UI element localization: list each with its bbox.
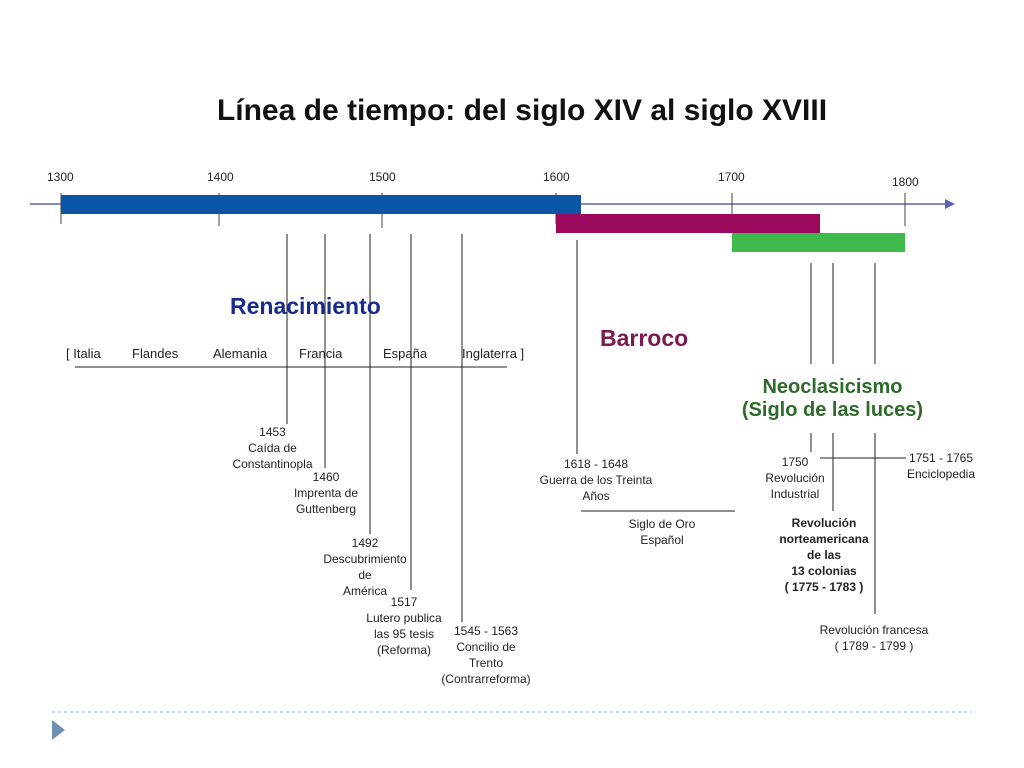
event-1775-text5: ( 1775 - 1783 ) xyxy=(784,580,864,594)
event-siglo-oro: Siglo de Oro Español xyxy=(620,516,704,548)
axis-arrow-icon xyxy=(945,199,955,209)
event-1789-text1: Revolución francesa xyxy=(819,623,929,637)
page-title: Línea de tiempo: del siglo XIV al siglo … xyxy=(216,94,828,127)
year-1400: 1400 xyxy=(207,170,234,184)
region-francia: Francia xyxy=(299,346,343,361)
event-1618-text1: Guerra de los Treinta Años xyxy=(539,473,653,503)
renacimiento-bar xyxy=(61,195,581,214)
event-1517-year: 1517 xyxy=(390,595,418,609)
event-1453-year: 1453 xyxy=(259,425,286,439)
event-1751-text1: Enciclopedia xyxy=(906,467,976,481)
era-renacimiento: Renacimiento xyxy=(230,293,381,319)
event-1460-year: 1460 xyxy=(312,470,340,484)
year-1800: 1800 xyxy=(892,175,919,189)
event-siglo-oro-text1: Siglo de Oro xyxy=(628,517,696,531)
event-1775-text4: 13 colonias xyxy=(791,564,857,578)
era-neoclasicismo-line2: (Siglo de las luces) xyxy=(741,399,924,421)
region-inglaterra: Inglaterra ] xyxy=(462,346,525,361)
region-alemania: Alemania xyxy=(213,346,268,361)
neoclasicismo-bar xyxy=(732,233,905,252)
event-1750: 1750 Revolución Industrial xyxy=(762,454,828,502)
event-1517-text1: Lutero publica xyxy=(366,611,442,625)
event-1751: 1751 - 1765 Enciclopedia xyxy=(906,450,976,482)
event-1775-text2: norteamericana xyxy=(779,532,869,546)
barroco-bar xyxy=(556,214,820,233)
event-1750-year: 1750 xyxy=(781,455,809,469)
event-1460: 1460 Imprenta de Guttenberg xyxy=(286,469,366,517)
event-1517-text2: las 95 tesis xyxy=(373,627,435,641)
event-siglo-oro-text2: Español xyxy=(640,533,684,547)
event-1492-year: 1492 xyxy=(351,536,379,550)
region-flandes: Flandes xyxy=(132,346,179,361)
era-barroco: Barroco xyxy=(600,325,689,351)
event-1775-text3: de las xyxy=(806,548,842,562)
event-1492-text1: Descubrimiento xyxy=(323,552,407,566)
era-neoclasicismo-line1: Neoclasicismo xyxy=(762,376,903,398)
year-1500: 1500 xyxy=(369,170,396,184)
event-1789: Revolución francesa ( 1789 - 1799 ) xyxy=(816,622,932,654)
year-1600: 1600 xyxy=(543,170,570,184)
slide-arrow-icon xyxy=(52,720,65,740)
year-1300: 1300 xyxy=(47,170,74,184)
event-1492: 1492 Descubrimiento de América xyxy=(319,535,411,599)
event-1517: 1517 Lutero publica las 95 tesis (Reform… xyxy=(364,594,444,658)
era-neoclasicismo: Neoclasicismo (Siglo de las luces) xyxy=(730,376,935,422)
region-italia: [ Italia xyxy=(66,346,101,361)
event-1618-year: 1618 - 1648 xyxy=(563,457,629,471)
event-1618: 1618 - 1648 Guerra de los Treinta Años xyxy=(528,456,664,504)
event-1460-text2: Guttenberg xyxy=(295,502,357,516)
event-1545: 1545 - 1563 Concilio de Trento (Contrarr… xyxy=(438,623,534,687)
region-espana: España xyxy=(383,346,428,361)
event-1492-text3: América xyxy=(342,584,387,598)
event-1775-text1: Revolución xyxy=(791,516,857,530)
event-1545-text2: (Contrarreforma) xyxy=(441,672,531,686)
event-1453-text2: Constantinopla xyxy=(232,457,313,471)
event-1492-text2: de xyxy=(358,568,372,582)
event-1750-text2: Industrial xyxy=(770,487,820,501)
event-1789-text2: ( 1789 - 1799 ) xyxy=(834,639,914,653)
event-1453: 1453 Caída de Constantinopla xyxy=(225,424,320,472)
event-1750-text1: Revolución xyxy=(765,471,825,485)
year-1700: 1700 xyxy=(718,170,745,184)
event-1545-text1: Concilio de Trento xyxy=(456,640,516,670)
event-1775: Revolución norteamericana de las 13 colo… xyxy=(778,515,870,595)
event-1751-year: 1751 - 1765 xyxy=(908,451,974,465)
event-1545-year: 1545 - 1563 xyxy=(453,624,519,638)
event-1453-text1: Caída de xyxy=(248,441,297,455)
event-1517-text3: (Reforma) xyxy=(376,643,431,657)
event-1460-text1: Imprenta de xyxy=(293,486,359,500)
